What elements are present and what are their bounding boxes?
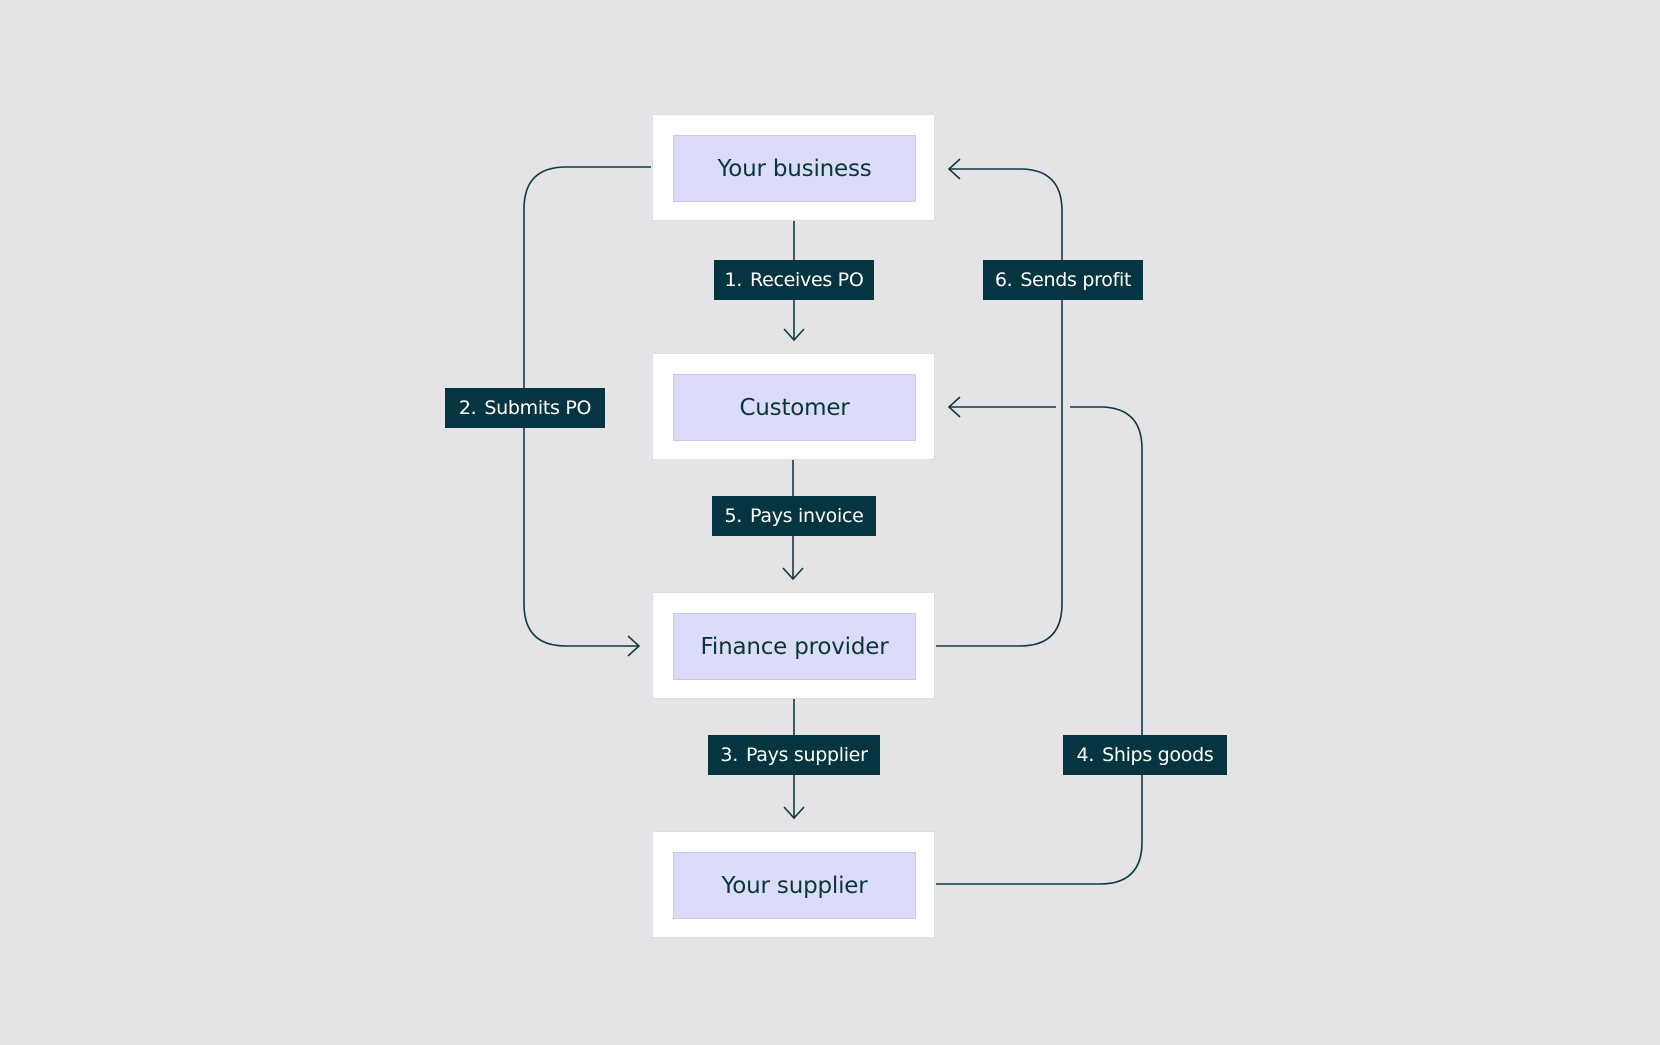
edge-number: 2. xyxy=(458,397,477,419)
arrowhead-sends-profit xyxy=(947,158,961,180)
node-customer: Customer xyxy=(652,353,935,460)
arrowhead-submits-po xyxy=(627,635,641,657)
arrowhead-pays-supplier xyxy=(783,806,805,820)
edge-sends-profit-line xyxy=(936,168,1063,647)
edge-number: 3. xyxy=(720,744,738,766)
node-customer-label: Customer xyxy=(673,374,916,441)
arrowhead-ships-goods xyxy=(947,396,961,418)
node-finance-provider-label: Finance provider xyxy=(673,613,916,680)
edge-label-sends-profit: 6. Sends profit xyxy=(983,260,1143,300)
edge-number: 5. xyxy=(724,505,743,527)
edge-text: Pays supplier xyxy=(745,744,868,766)
edge-number: 4. xyxy=(1076,744,1095,766)
arrowhead-receives-po xyxy=(783,328,805,342)
node-your-business: Your business xyxy=(652,114,935,221)
edge-number: 1. xyxy=(724,269,743,291)
edge-text: Sends profit xyxy=(1020,269,1132,291)
edge-text: Submits PO xyxy=(484,397,592,419)
edge-text: Pays invoice xyxy=(750,505,864,527)
node-your-business-label: Your business xyxy=(673,135,916,202)
edge-text: Ships goods xyxy=(1102,744,1214,766)
node-finance-provider: Finance provider xyxy=(652,592,935,699)
node-your-supplier: Your supplier xyxy=(652,831,935,938)
arrowhead-pays-invoice xyxy=(782,567,804,581)
edge-label-receives-po: 1. Receives PO xyxy=(714,260,874,300)
edge-label-submits-po: 2. Submits PO xyxy=(445,388,605,428)
edge-label-ships-goods: 4. Ships goods xyxy=(1063,735,1227,775)
node-your-supplier-label: Your supplier xyxy=(673,852,916,919)
edge-text: Receives PO xyxy=(750,269,864,291)
edge-label-pays-invoice: 5. Pays invoice xyxy=(712,496,876,536)
edge-number: 6. xyxy=(994,269,1013,291)
edge-label-pays-supplier: 3. Pays supplier xyxy=(708,735,880,775)
edge-ships-goods-line xyxy=(936,406,1143,885)
